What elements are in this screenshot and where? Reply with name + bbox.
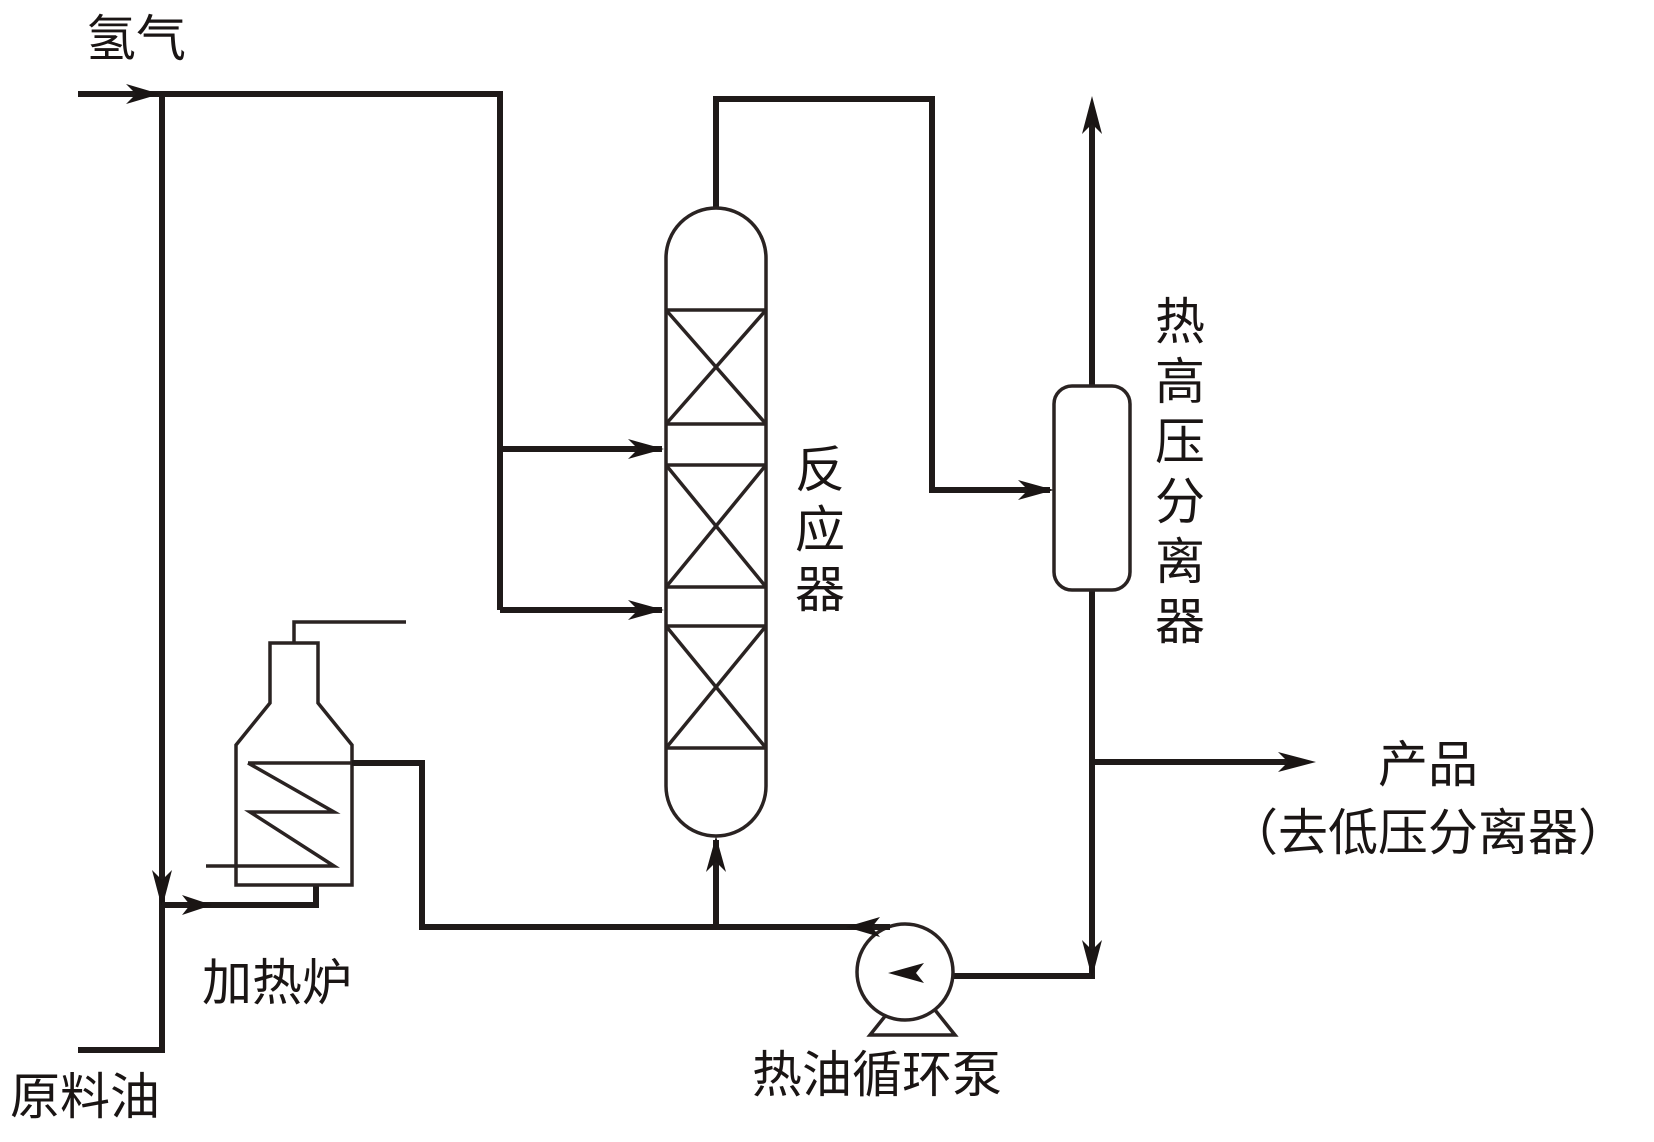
catalyst-bed-1 xyxy=(664,308,768,426)
product-destination-label: （去低压分离器） xyxy=(1228,804,1628,862)
separator-vapor-outlet-arrow xyxy=(1082,96,1102,134)
reactor-label: 反应器 xyxy=(795,441,845,619)
separator-liquid-outlet-pipe xyxy=(912,590,1095,979)
furnace-stack-line xyxy=(292,620,406,643)
reactor-shell xyxy=(664,206,768,838)
quench-branch-1-arrow xyxy=(628,439,664,459)
catalyst-bed-2 xyxy=(664,463,768,589)
separator-label: 热高压分离器 xyxy=(1155,293,1205,651)
product-label: 产品 xyxy=(1378,736,1478,794)
heating-furnace xyxy=(206,620,406,887)
hydrogen-line xyxy=(78,84,664,908)
feed-oil-pipe xyxy=(78,905,165,1053)
reactor-top-outlet-pipe xyxy=(713,96,1050,493)
feed-oil-line xyxy=(78,886,319,1053)
product-arrow xyxy=(1278,752,1316,772)
pump-discharge-arrow xyxy=(846,917,880,937)
reactor xyxy=(664,96,1054,838)
furnace-outlet-pipe xyxy=(352,760,880,930)
hot-oil-circulation-pump xyxy=(846,917,959,1037)
pump-suction-arrow xyxy=(888,963,924,983)
separator-vessel xyxy=(1052,384,1132,592)
hot-hp-separator xyxy=(912,96,1316,979)
pump-label: 热油循环泵 xyxy=(752,1046,1002,1104)
reactor-bottom-feed-arrow xyxy=(706,836,726,872)
mixed-feed-arrow xyxy=(182,895,212,915)
hydrogen-inlet-arrow xyxy=(126,84,160,104)
catalyst-bed-3 xyxy=(664,624,768,750)
feed-oil-label: 原料油 xyxy=(10,1068,160,1126)
separator-inlet-arrow xyxy=(1018,480,1054,500)
hydrogen-label: 氢气 xyxy=(86,10,186,68)
mixed-feed-pipe xyxy=(162,886,319,908)
quench-branch-2-arrow xyxy=(628,600,664,620)
hydrogen-downleg-arrow xyxy=(152,870,172,908)
furnace-coil xyxy=(206,761,355,868)
furnace-label: 加热炉 xyxy=(202,954,352,1012)
furnace-outlet-line xyxy=(352,760,880,930)
hydrogen-header-pipe xyxy=(160,91,503,610)
separator-liquid-down-arrow xyxy=(1082,940,1102,978)
